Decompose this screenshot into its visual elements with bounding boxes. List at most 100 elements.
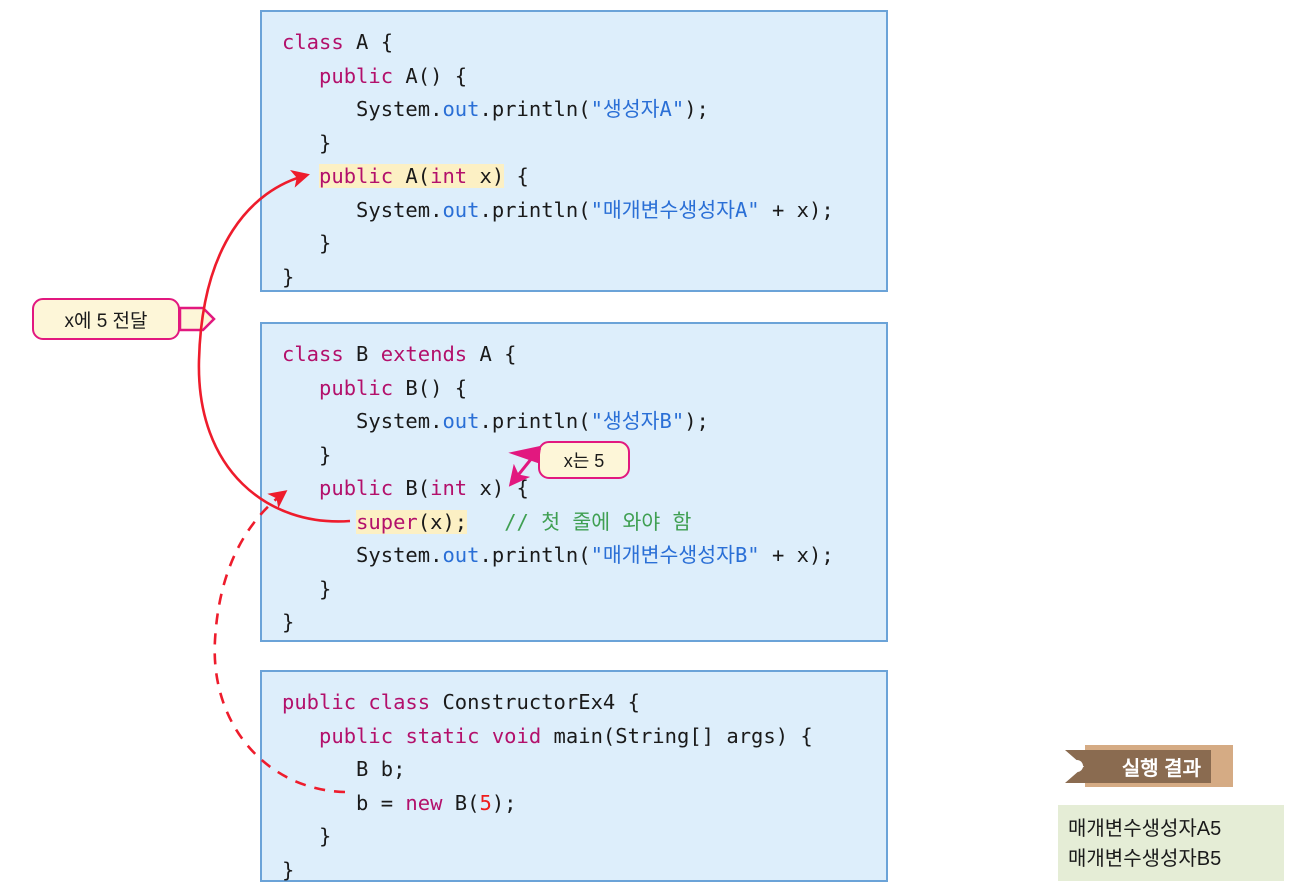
code-token: + x); <box>759 543 834 567</box>
code-token: + x); <box>759 197 834 222</box>
code-token: new <box>405 790 443 815</box>
code-line: public B() { <box>282 372 886 406</box>
result-output-line: 매개변수생성자A5 <box>1068 818 1222 840</box>
code-token: System. <box>282 197 443 222</box>
code-token <box>480 724 492 748</box>
code-token: System. <box>282 409 443 433</box>
code-line: public A() { <box>282 60 886 94</box>
code-token: .println( <box>479 97 591 121</box>
code-line: System.out.println("매개변수생성자B" + x); <box>282 539 886 573</box>
code-line: super(x); // 첫 줄에 와야 함 <box>282 506 886 540</box>
code-token: .println( <box>479 543 591 567</box>
code-token: out <box>442 197 480 222</box>
code-token <box>282 476 319 500</box>
code-token: } <box>282 576 332 601</box>
code-token: public <box>282 690 357 714</box>
code-token: A( <box>393 164 431 188</box>
code-block-class-b: class B extends A { public B() { System.… <box>260 322 888 642</box>
code-token <box>467 510 504 534</box>
code-token: B() { <box>393 375 468 400</box>
code-token <box>356 690 368 714</box>
code-token: // 첫 줄에 와야 함 <box>504 509 692 534</box>
code-token: class <box>282 30 344 54</box>
code-line: } <box>282 227 886 261</box>
code-token: ); <box>491 790 517 815</box>
code-token: { <box>504 164 529 188</box>
code-block-constructor-ex4: public class ConstructorEx4 { public sta… <box>260 670 888 882</box>
code-token: public <box>319 723 394 748</box>
result-output-panel: 매개변수생성자A5 매개변수생성자B5 <box>1058 805 1284 881</box>
code-token: x) { <box>467 476 529 500</box>
result-tag-pin-icon <box>1071 760 1083 772</box>
callout-pass-5-to-x-label: x에 5 전달 <box>64 310 148 332</box>
code-line: System.out.println("생성자B"); <box>282 405 886 439</box>
result-tag: 실행 결과 <box>1017 745 1233 787</box>
code-line: class B extends A { <box>282 338 886 372</box>
code-token: out <box>442 409 480 433</box>
code-token: "매개변수생성자A" <box>590 197 760 222</box>
code-line: } <box>282 854 886 888</box>
result-tag-leader-line <box>1017 765 1075 768</box>
code-token: B( <box>442 790 480 815</box>
code-token: B( <box>393 476 431 500</box>
code-token: .println( <box>479 197 591 222</box>
code-token: x) <box>467 164 505 188</box>
code-token: out <box>442 97 480 121</box>
code-line: System.out.println("생성자A"); <box>282 93 886 127</box>
code-token: int <box>430 164 468 188</box>
code-token: A() { <box>393 63 468 88</box>
code-token: } <box>282 610 295 634</box>
code-token: out <box>442 543 480 567</box>
code-token: } <box>282 857 295 882</box>
code-token: } <box>282 824 332 848</box>
code-token: b = <box>282 790 406 815</box>
code-token: public <box>319 375 394 400</box>
code-line: } <box>282 606 886 640</box>
code-token: A { <box>343 30 394 54</box>
code-token: ConstructorEx4 { <box>430 690 640 714</box>
code-token: A { <box>467 342 517 366</box>
code-token: B b; <box>282 757 406 781</box>
code-token: super <box>356 509 418 534</box>
code-token: } <box>282 442 332 467</box>
code-token: class <box>282 342 344 366</box>
code-line: b = new B(5); <box>282 787 886 821</box>
callout-x-is-5-label: x는 5 <box>563 451 605 471</box>
code-token <box>282 64 319 88</box>
code-token: public <box>319 476 394 500</box>
callout-pass-tail <box>178 306 216 332</box>
code-token: 5 <box>479 790 492 815</box>
result-tag-label: 실행 결과 <box>1065 750 1211 783</box>
code-block-class-a: class A { public A() { System.out.printl… <box>260 10 888 292</box>
code-line: public static void main(String[] args) { <box>282 720 886 754</box>
code-token: } <box>282 130 332 155</box>
code-token: (x); <box>417 509 468 534</box>
code-line: B b; <box>282 753 886 787</box>
callout-pass-5-to-x: x에 5 전달 <box>32 298 180 340</box>
code-token: ); <box>684 97 709 121</box>
code-token <box>282 724 319 748</box>
result-output-line: 매개변수생성자B5 <box>1068 848 1222 870</box>
callout-x-is-5: x는 5 <box>538 441 630 479</box>
code-line: public class ConstructorEx4 { <box>282 686 886 720</box>
code-token <box>282 510 356 534</box>
code-token: } <box>282 264 295 289</box>
code-token: System. <box>282 97 443 121</box>
code-token: ); <box>684 409 709 433</box>
code-token: int <box>430 476 468 500</box>
code-token <box>393 724 405 748</box>
code-token: "매개변수생성자B" <box>590 543 760 567</box>
code-token: public <box>319 164 394 188</box>
code-token: class <box>368 690 431 714</box>
code-line: } <box>282 261 886 295</box>
code-line: } <box>282 820 886 854</box>
code-line: } <box>282 573 886 607</box>
code-token <box>282 164 319 188</box>
code-token: .println( <box>479 409 591 433</box>
code-line: System.out.println("매개변수생성자A" + x); <box>282 194 886 228</box>
code-line: } <box>282 127 886 161</box>
code-token: "생성자B" <box>590 409 685 433</box>
code-token: extends <box>380 342 468 366</box>
code-token: "생성자A" <box>590 97 685 121</box>
